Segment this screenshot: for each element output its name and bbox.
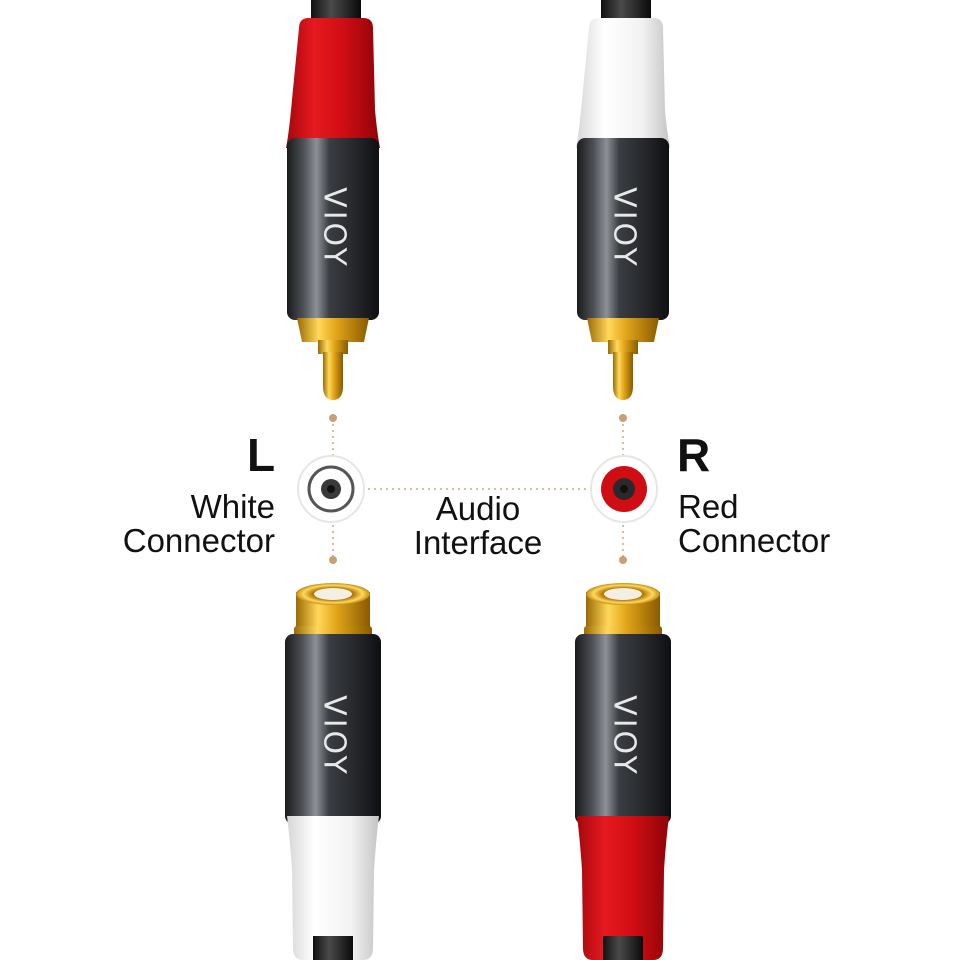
gold-collar: [587, 318, 659, 342]
left-female-jack: VIOY: [285, 583, 381, 960]
brand-logo: VIOY: [317, 187, 352, 269]
left-male-plug: VIOY: [286, 0, 380, 400]
left-connector-label-line1: White: [190, 488, 275, 525]
receptacle-hole: [604, 588, 642, 600]
left-channel-letter: L: [247, 429, 276, 481]
metal-housing: [287, 138, 379, 320]
metal-housing: [575, 634, 671, 824]
receptacle-hole: [314, 588, 352, 600]
right-male-plug: VIOY: [576, 0, 670, 400]
white-sleeve: [287, 816, 379, 960]
brand-logo: VIOY: [317, 695, 352, 777]
left-connector-label-line2: Connector: [122, 522, 275, 559]
guide-dots: [329, 414, 627, 564]
center-label-line1: Audio: [435, 490, 521, 527]
white-sleeve: [576, 18, 670, 148]
metal-housing: [285, 634, 381, 824]
right-connector-label-line1: Red: [678, 488, 739, 525]
gold-collar: [297, 318, 369, 342]
gold-pin-base: [608, 340, 638, 354]
right-female-jack: VIOY: [575, 583, 671, 960]
guide-lines: [332, 418, 624, 560]
cable: [603, 936, 643, 960]
red-sleeve: [286, 18, 380, 148]
red-sleeve: [577, 816, 669, 960]
cable: [313, 936, 353, 960]
right-channel-letter: R: [677, 429, 711, 481]
right-connector-label-line2: Connector: [678, 522, 831, 559]
gold-pin-base: [318, 340, 348, 354]
center-label-line2: Interface: [413, 524, 543, 561]
brand-logo: VIOY: [607, 695, 642, 777]
white-port-icon: [297, 455, 365, 523]
metal-housing: [577, 138, 669, 320]
gold-pin: [323, 352, 343, 400]
brand-logo: VIOY: [607, 187, 642, 269]
gold-pin: [613, 352, 633, 400]
red-port-icon: [590, 455, 658, 523]
